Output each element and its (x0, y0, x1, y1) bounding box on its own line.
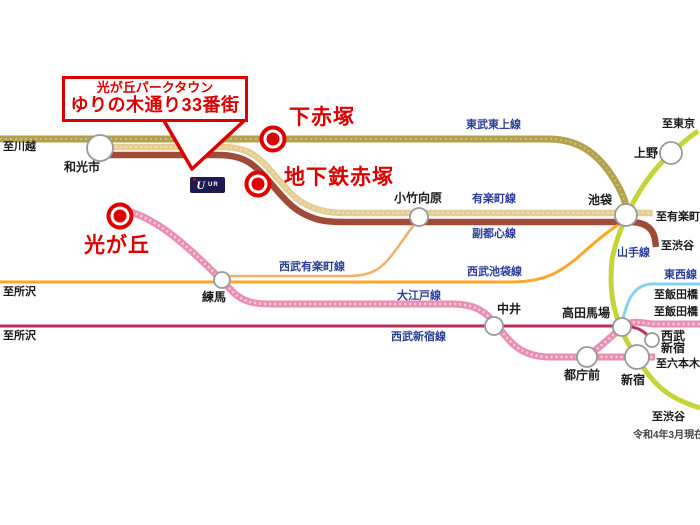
marker-chikatetsu-akatsuka-core (251, 177, 265, 191)
callout-line2: ゆりの木通り33番街 (70, 95, 240, 116)
edge-label-roppongi: 至六本木 (656, 358, 700, 370)
station-label-seibu-shinjuku: 西武 新宿 (661, 330, 685, 354)
edge-label-shibuya-1: 至渋谷 (661, 240, 694, 252)
ur-logo: U UR (190, 177, 225, 193)
seibu-yurakucho-line (226, 223, 416, 278)
station-circle-shinjuku (624, 344, 650, 370)
station-label-nakai: 中井 (497, 302, 522, 316)
station-label-ikebukuro: 池袋 (588, 193, 613, 207)
oedo-line (129, 208, 655, 361)
station-label-shinjuku: 新宿 (621, 373, 646, 387)
marker-shimoakatsuka-core (266, 132, 280, 146)
line-label-fukutoshin: 副都心線 (472, 228, 516, 240)
edge-label-kawagoe: 至川越 (3, 141, 36, 153)
station-circle-ueno (659, 141, 683, 165)
station-label-ueno: 上野 (634, 146, 659, 160)
station-label-seibu-shinjuku-line1: 西武 (661, 329, 686, 343)
station-circles (86, 134, 683, 370)
red-station-shimoakatsuka: 下赤塚 (289, 106, 355, 129)
edge-label-tokorozawa-1: 至所沢 (3, 286, 36, 298)
station-circle-ikebukuro (614, 203, 638, 227)
station-circle-takadanobaba (612, 317, 632, 337)
yurakucho-line-texture (100, 146, 653, 214)
red-station-hikarigaoka: 光が丘 (84, 234, 150, 257)
edge-label-iidabashi-1: 至飯田橋 (654, 289, 698, 301)
callout-box: 光が丘パークタウン ゆりの木通り33番街 (62, 76, 248, 122)
tozai-line (621, 282, 700, 319)
station-circle-tochomae (576, 346, 598, 368)
line-label-tobu-tojo: 東武東上線 (466, 119, 521, 131)
line-label-seibu-shinjuku: 西武新宿線 (391, 331, 446, 343)
line-label-tozai: 東西線 (664, 269, 697, 281)
yurakucho-line (100, 143, 653, 217)
line-label-seibu-yurakucho: 西武有楽町線 (279, 261, 345, 273)
station-circle-wakoshi (86, 134, 114, 162)
tobu-tojo-line-texture (0, 138, 627, 207)
edge-label-tokyo: 至東京 (662, 118, 695, 130)
edge-label-iidabashi-2: 至飯田橋 (654, 306, 698, 318)
station-label-nerima: 練馬 (202, 290, 227, 304)
seibu-shinjuku-line (0, 324, 651, 339)
edge-label-shibuya-2: 至渋谷 (652, 411, 685, 423)
callout-line1: 光が丘パークタウン (96, 80, 214, 95)
map-date-note: 令和4年3月現在 (633, 430, 700, 441)
line-label-seibu-ikebukuro: 西武池袋線 (467, 266, 522, 278)
ur-logo-u-glyph: U (193, 178, 205, 192)
edge-label-yurakucho: 至有楽町 (656, 211, 700, 223)
red-station-chikatetsu-akatsuka: 地下鉄赤塚 (284, 166, 394, 189)
station-circle-seibu-shinjuku (644, 332, 660, 348)
station-label-tochomae: 都庁前 (564, 368, 601, 382)
station-circle-nerima (213, 271, 231, 289)
line-label-yamanote: 山手線 (617, 247, 650, 259)
red-markers (106, 125, 287, 230)
station-circle-kotakemukaihara (409, 207, 429, 227)
ur-logo-text: UR (208, 182, 219, 188)
tobu-tojo-line (0, 135, 630, 207)
station-label-takadanobaba: 高田馬場 (562, 306, 611, 320)
line-label-oedo: 大江戸線 (397, 290, 441, 302)
station-label-wakoshi: 和光市 (64, 160, 101, 174)
station-label-kotakemukaihara: 小竹向原 (394, 191, 443, 205)
marker-hikarigaoka-core (113, 209, 127, 223)
line-label-yurakucho: 有楽町線 (472, 193, 516, 205)
station-circle-nakai (484, 316, 504, 336)
seibu-ikebukuro-line (0, 223, 619, 284)
edge-label-tokorozawa-2: 至所沢 (3, 330, 36, 342)
station-label-seibu-shinjuku-line2: 新宿 (661, 341, 686, 355)
fukutoshin-line (100, 151, 660, 248)
